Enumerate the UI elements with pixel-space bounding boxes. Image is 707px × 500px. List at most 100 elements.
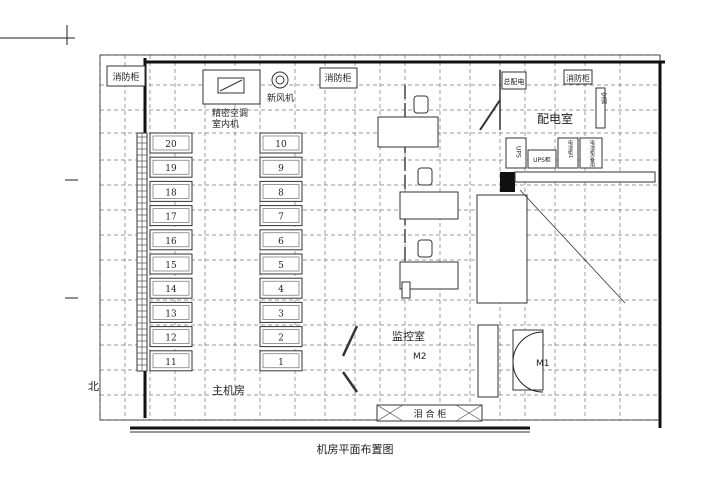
door-m2-leaf (341, 371, 359, 393)
server-rack-inner (262, 184, 300, 199)
ac-panel-line (219, 79, 243, 92)
server-rack[interactable] (259, 277, 303, 299)
fire-cabinet-left-label: 消防柜 (112, 71, 139, 83)
ups-label: UPS (515, 146, 522, 158)
server-rack[interactable] (259, 326, 303, 348)
server-rack-inner (262, 256, 300, 272)
rack-number: 19 (165, 164, 177, 174)
power-room-label: 配电室 (537, 111, 573, 126)
storage-cabinets (376, 404, 483, 422)
server-rack-inner (262, 353, 300, 369)
main-room-label: 主机房 (212, 383, 245, 397)
main-distribution (501, 71, 527, 90)
rack-number: 10 (275, 140, 287, 150)
server-rack[interactable] (149, 253, 193, 275)
server-rack-inner (262, 280, 300, 296)
side-unit-label: 空调 (600, 91, 607, 105)
monitor-desks (377, 95, 459, 299)
server-rack[interactable] (149, 277, 193, 299)
server-rack[interactable] (149, 132, 193, 154)
server-rack[interactable] (149, 350, 193, 372)
battery-2-label: 电池柜(备用) (589, 139, 595, 169)
server-rack-inner (152, 159, 190, 175)
ac-label-2: 室内机 (212, 118, 239, 130)
desk (377, 116, 439, 148)
rack-number: 16 (165, 237, 177, 247)
server-rack[interactable] (259, 350, 303, 372)
ac-label-1: 精密空调 (212, 107, 248, 119)
rack-number: 1 (278, 358, 284, 368)
door-m1-label: M1 (536, 359, 550, 369)
rack-number: 14 (165, 285, 177, 295)
equipment-block (476, 194, 528, 304)
server-rack[interactable] (149, 180, 193, 202)
ups-cabinet-label: UPS柜 (533, 156, 551, 164)
server-rack[interactable] (149, 326, 193, 348)
server-rack-inner (152, 184, 190, 199)
rack-number: 9 (278, 164, 284, 174)
fire-cabinet-mid (319, 67, 358, 89)
server-rack[interactable] (259, 253, 303, 275)
column (401, 281, 411, 299)
battery-1-label: 电池柜1 (567, 139, 573, 158)
rack-number: 12 (165, 334, 176, 344)
chair (417, 239, 433, 258)
fire-cabinet-right-label: 消防柜 (566, 73, 590, 83)
power-room-wall (514, 171, 656, 183)
fire-cabinet-left (106, 65, 146, 87)
side-unit (595, 87, 606, 129)
door-m2-leaf (341, 325, 359, 357)
fresh-air-label: 新风机 (267, 92, 294, 104)
rack-number: 5 (278, 261, 284, 271)
entry-counter (477, 324, 499, 398)
battery-cabinet-2 (579, 137, 603, 169)
rack-number: 4 (278, 285, 284, 295)
server-rack[interactable] (149, 205, 193, 227)
server-rack[interactable] (149, 301, 193, 323)
fire-cabinet-mid-label: 消防柜 (324, 72, 351, 84)
server-rack-inner (152, 256, 190, 272)
rack-number: 11 (165, 358, 176, 368)
rack-number: 20 (165, 140, 177, 150)
server-rack-inner (152, 305, 190, 320)
server-rack-inner (152, 232, 190, 248)
server-rack[interactable] (259, 301, 303, 323)
drawing-title: 机房平面布置图 (317, 442, 394, 456)
door-leaf (479, 99, 501, 131)
server-rack-inner (152, 329, 190, 344)
ups-cabinet (527, 149, 557, 169)
server-rack-inner (152, 135, 190, 151)
battery-cabinet-1 (557, 137, 579, 169)
main-distribution-label: 总配电 (504, 77, 525, 86)
monitor-room-label: 监控室 (392, 329, 425, 343)
storage-cross (376, 404, 483, 422)
diagonal-line (519, 189, 626, 304)
chair (413, 95, 429, 114)
chair (417, 167, 433, 186)
server-rack[interactable] (259, 229, 303, 251)
server-rack-inner (152, 208, 190, 223)
rack-number: 13 (165, 309, 177, 319)
server-rack[interactable] (149, 229, 193, 251)
rack-number: 6 (278, 237, 284, 247)
fan-hub (275, 75, 285, 85)
rack-number: 7 (278, 213, 284, 223)
server-rack-inner (262, 232, 300, 248)
server-rack-inner (262, 159, 300, 175)
server-rack[interactable] (259, 205, 303, 227)
hatched-block (500, 172, 515, 192)
server-rack[interactable] (149, 156, 193, 178)
server-rack[interactable] (259, 156, 303, 178)
rack-number: 8 (278, 188, 284, 198)
door-m2-label: M2 (413, 352, 427, 362)
server-rack-inner (262, 305, 300, 320)
rack-number: 15 (165, 261, 177, 271)
server-rack[interactable] (259, 132, 303, 154)
server-rack[interactable] (259, 180, 303, 202)
rack-number: 18 (165, 188, 177, 198)
cable-tray-hatch (137, 133, 147, 371)
